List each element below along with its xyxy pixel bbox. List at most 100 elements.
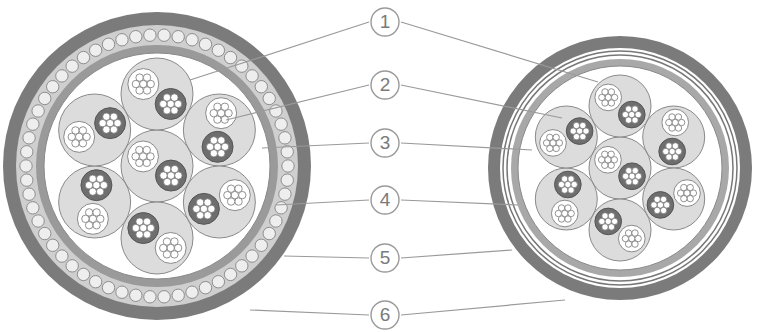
- braided-cable: [3, 12, 311, 320]
- braid-wire: [224, 268, 236, 280]
- twisted-pair: [59, 166, 131, 238]
- conductor-strand: [608, 224, 614, 230]
- braid-wire: [282, 160, 294, 172]
- conductor-strand: [660, 196, 666, 202]
- braid-wire: [77, 51, 89, 63]
- braid-wire: [212, 276, 224, 288]
- conductor-strand: [171, 165, 178, 172]
- braid-wire: [56, 70, 68, 82]
- braid-wire: [23, 132, 35, 144]
- braid-wire: [275, 118, 287, 130]
- braid-wire: [212, 44, 224, 56]
- conductor-insulation: [555, 171, 582, 198]
- conductor-insulation: [188, 193, 219, 224]
- conductor-strand: [143, 231, 150, 238]
- callout-number: 2: [371, 71, 399, 99]
- twisted-pair: [589, 137, 651, 199]
- conductor-strand: [672, 143, 678, 149]
- conductor-strand: [608, 162, 614, 168]
- conductor-strand: [196, 199, 203, 206]
- conductor-insulation: [595, 208, 622, 235]
- callout-circle: [371, 129, 399, 157]
- conductor-insulation: [540, 130, 567, 157]
- braid-wire: [158, 291, 170, 303]
- braid-wire: [66, 60, 78, 72]
- conductor-strand: [565, 205, 571, 211]
- braid-wire: [102, 38, 114, 50]
- twisted-pair: [643, 168, 705, 230]
- conductor-strand: [568, 176, 574, 182]
- conductor-strand: [85, 209, 92, 216]
- braid-wire: [172, 289, 184, 301]
- braid-wire: [89, 44, 101, 56]
- conductor-strand: [553, 145, 559, 151]
- braid-wire: [47, 81, 59, 93]
- conductor-strand: [687, 195, 693, 201]
- twisted-pair: [121, 58, 193, 130]
- conductor-insulation: [618, 225, 645, 252]
- conductor-insulation: [202, 131, 233, 162]
- conductor-strand: [632, 179, 638, 185]
- conductor-strand: [632, 117, 638, 123]
- screened-cable: [488, 36, 752, 300]
- braid-wire: [47, 239, 59, 251]
- twisted-pair: [535, 168, 597, 230]
- conductor-strand: [626, 167, 632, 173]
- conductor-strand: [561, 176, 567, 182]
- conductor-strand: [171, 178, 178, 185]
- conductor-insulation: [64, 121, 95, 152]
- conductor-strand: [558, 205, 564, 211]
- conductor-strand: [96, 175, 103, 182]
- conductor-insulation: [674, 180, 701, 207]
- braid-wire: [39, 227, 51, 239]
- conductor-strand: [625, 230, 631, 236]
- braid-wire: [236, 260, 248, 272]
- conductor-strand: [608, 100, 614, 106]
- conductor-strand: [568, 187, 574, 193]
- braid-wire: [32, 215, 44, 227]
- conductor-strand: [72, 127, 79, 134]
- conductor-strand: [608, 151, 614, 157]
- braid-wire: [279, 188, 291, 200]
- twisted-pair: [183, 166, 255, 238]
- filler: [44, 53, 270, 279]
- braid-wire: [77, 268, 89, 280]
- conductor-insulation: [566, 118, 593, 145]
- braid-wire: [255, 81, 267, 93]
- twisted-pair: [183, 94, 255, 166]
- conductor-insulation: [155, 88, 186, 119]
- braid-wire: [116, 34, 128, 46]
- leader-line: [401, 22, 598, 82]
- braid-wire: [263, 92, 275, 104]
- callout-circle: [371, 186, 399, 214]
- conductor-strand: [602, 213, 608, 219]
- braid-wire: [279, 132, 291, 144]
- braid-wire: [27, 118, 39, 130]
- conductor-insulation: [595, 84, 622, 111]
- conductor-insulation: [662, 109, 689, 136]
- conductor-strand: [221, 103, 228, 110]
- screen-foil: [503, 51, 737, 285]
- braid-wire: [270, 215, 282, 227]
- conductor-strand: [654, 196, 660, 202]
- conductor-insulation: [595, 146, 622, 173]
- conductor-strand: [218, 137, 225, 144]
- screen-foil: [507, 55, 733, 281]
- braid-wire: [130, 289, 142, 301]
- callout-number: 1: [371, 8, 399, 36]
- conductor-strand: [171, 238, 178, 245]
- braid-wire: [275, 202, 287, 214]
- callout-number: 4: [371, 186, 399, 214]
- conductor-strand: [660, 207, 666, 213]
- twisted-pair: [589, 199, 651, 261]
- braid-wire: [263, 227, 275, 239]
- twisted-pair: [121, 202, 193, 274]
- braid-wire: [158, 29, 170, 41]
- conductor-strand: [608, 213, 614, 219]
- braid-wire: [89, 276, 101, 288]
- braid-wire: [255, 239, 267, 251]
- braid-wire: [39, 92, 51, 104]
- callout-circle: [371, 71, 399, 99]
- conductor-strand: [227, 185, 234, 192]
